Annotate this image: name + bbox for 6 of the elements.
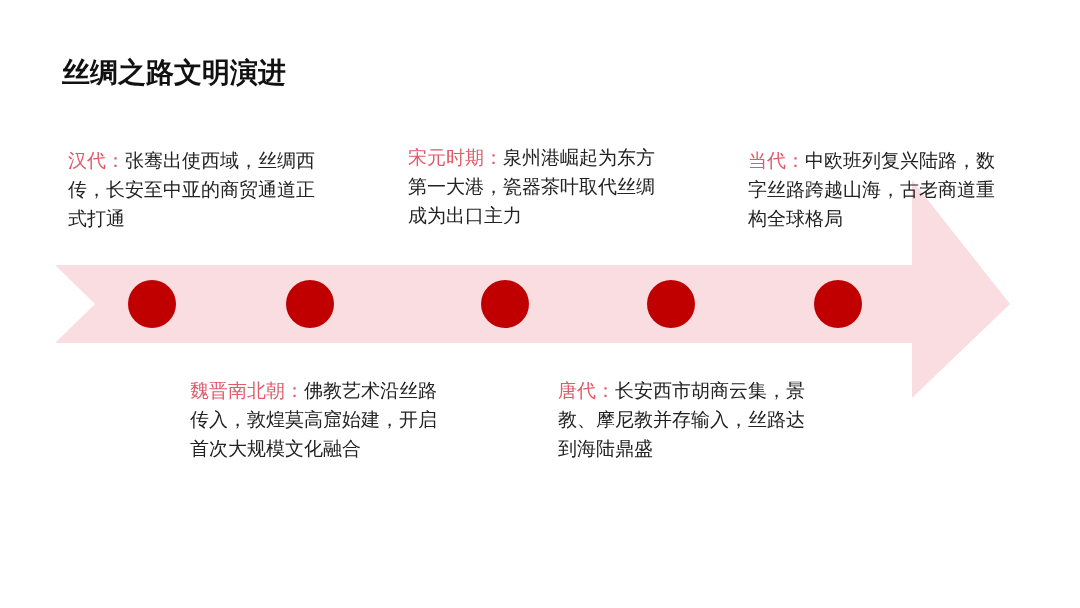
event-description: 当代：中欧班列复兴陆路，数字丝路跨越山海，古老商道重构全球格局 [748, 149, 996, 231]
title: 丝绸之路文明演进 [62, 55, 286, 91]
event-description: 唐代：长安西市胡商云集，景教、摩尼教并存输入，丝路达到海陆鼎盛 [558, 379, 806, 461]
event-description: 汉代：张骞出使西域，丝绸西传，长安至中亚的商贸通道正式打通 [68, 149, 316, 231]
event-description: 魏晋南北朝：佛教艺术沿丝路传入，敦煌莫高窟始建，开启首次大规模文化融合 [190, 379, 438, 461]
event-description: 宋元时期：泉州港崛起为东方第一大港，瓷器茶叶取代丝绸成为出口主力 [408, 146, 656, 228]
